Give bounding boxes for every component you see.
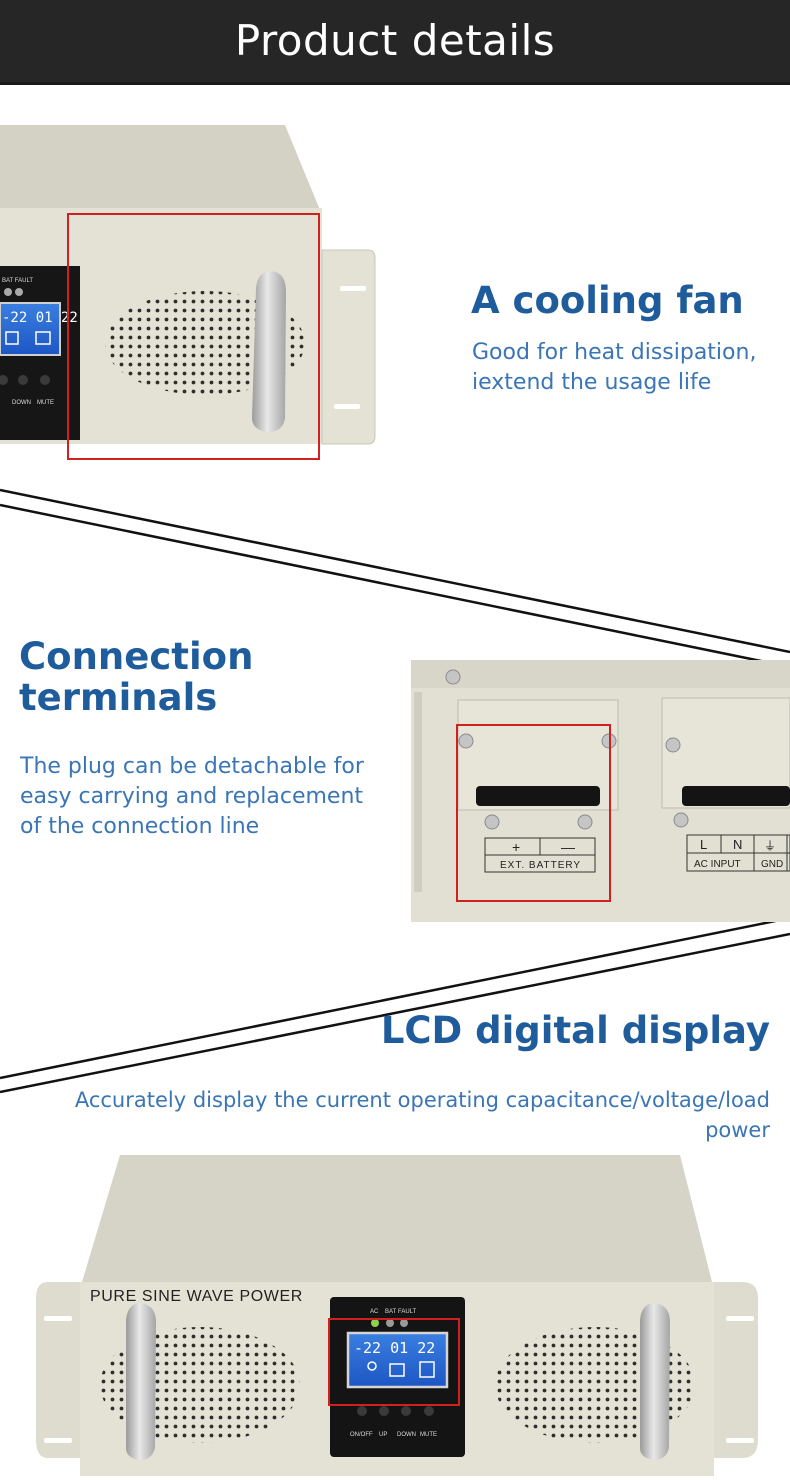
highlight-terminals xyxy=(456,724,611,902)
highlight-lcd xyxy=(328,1318,460,1406)
cooling-fan-desc-line1: Good for heat dissipation, xyxy=(472,340,757,365)
cooling-fan-desc-line2: iextend the usage life xyxy=(472,370,712,395)
page-title: Product details xyxy=(234,16,556,65)
mute-button-icon xyxy=(424,1406,434,1416)
indicator-bat-label: BAT xyxy=(385,1309,397,1315)
connection-desc-line3: of the connection line xyxy=(20,814,260,839)
on-off-button-icon xyxy=(357,1406,367,1416)
gnd-symbol-icon: ⏚ xyxy=(764,839,776,853)
front-lcd-screen xyxy=(346,1331,449,1389)
device-rear: + — EXT. BATTERY L N ⏚ AC INPUT GND xyxy=(411,660,790,922)
handle-left xyxy=(126,1303,156,1460)
ac-input-label: AC INPUT xyxy=(694,859,741,870)
diagonal-dividers xyxy=(0,488,790,1094)
plus-label: + xyxy=(512,839,520,855)
lcd-display-desc-line1: Accurately display the current operating… xyxy=(74,1088,770,1112)
lcd-display-desc-line2: power xyxy=(705,1118,770,1142)
svg-text:BAT FAULT: BAT FAULT xyxy=(2,278,33,284)
device-bottom: PURE SINE WAVE POWER AC BAT FAULT -22 01… xyxy=(36,1155,758,1480)
n-label: N xyxy=(733,837,742,852)
header-bar xyxy=(0,0,790,82)
brand-label: PURE SINE WAVE POWER xyxy=(90,1288,303,1305)
down-button-icon xyxy=(401,1406,411,1416)
mute-label: MUTE xyxy=(420,1432,437,1438)
handle-right xyxy=(640,1303,670,1460)
down-label: DOWN xyxy=(397,1432,416,1438)
connection-title-line1: Connection xyxy=(19,635,254,678)
indicator-fault-label: FAULT xyxy=(398,1309,417,1315)
connection-desc-line2: easy carrying and replacement xyxy=(20,784,364,809)
cooling-fan-title: A cooling fan xyxy=(471,279,744,322)
indicator-ac-led xyxy=(371,1319,379,1327)
lcd-reading: -22 01 22 xyxy=(2,310,78,326)
indicator-ac-label: AC xyxy=(370,1309,379,1315)
minus-label: — xyxy=(561,839,575,855)
front-lcd-reading: -22 01 22 xyxy=(354,1339,435,1357)
connection-desc-line1: The plug can be detachable for xyxy=(20,754,364,779)
ext-battery-label: EXT. BATTERY xyxy=(500,860,581,871)
handle xyxy=(252,271,286,432)
connection-title-line2: terminals xyxy=(19,676,218,719)
svg-text:DOWN: DOWN xyxy=(12,400,31,406)
lcd-screen xyxy=(0,302,61,356)
indicator-bat-led xyxy=(386,1319,394,1327)
device-top: BAT FAULT -22 01 22 DOWN MUTE xyxy=(0,125,376,460)
highlight-cooling-fan xyxy=(67,213,320,460)
lcd-display-title: LCD digital display xyxy=(380,1009,770,1052)
indicator-fault-led xyxy=(400,1319,408,1327)
gnd-label: GND xyxy=(761,859,783,870)
up-label: UP xyxy=(379,1432,387,1438)
up-button-icon xyxy=(379,1406,389,1416)
l-label: L xyxy=(700,837,707,852)
on-off-label: ON/OFF xyxy=(350,1432,373,1438)
header-underline xyxy=(0,82,790,85)
svg-text:MUTE: MUTE xyxy=(37,400,54,406)
